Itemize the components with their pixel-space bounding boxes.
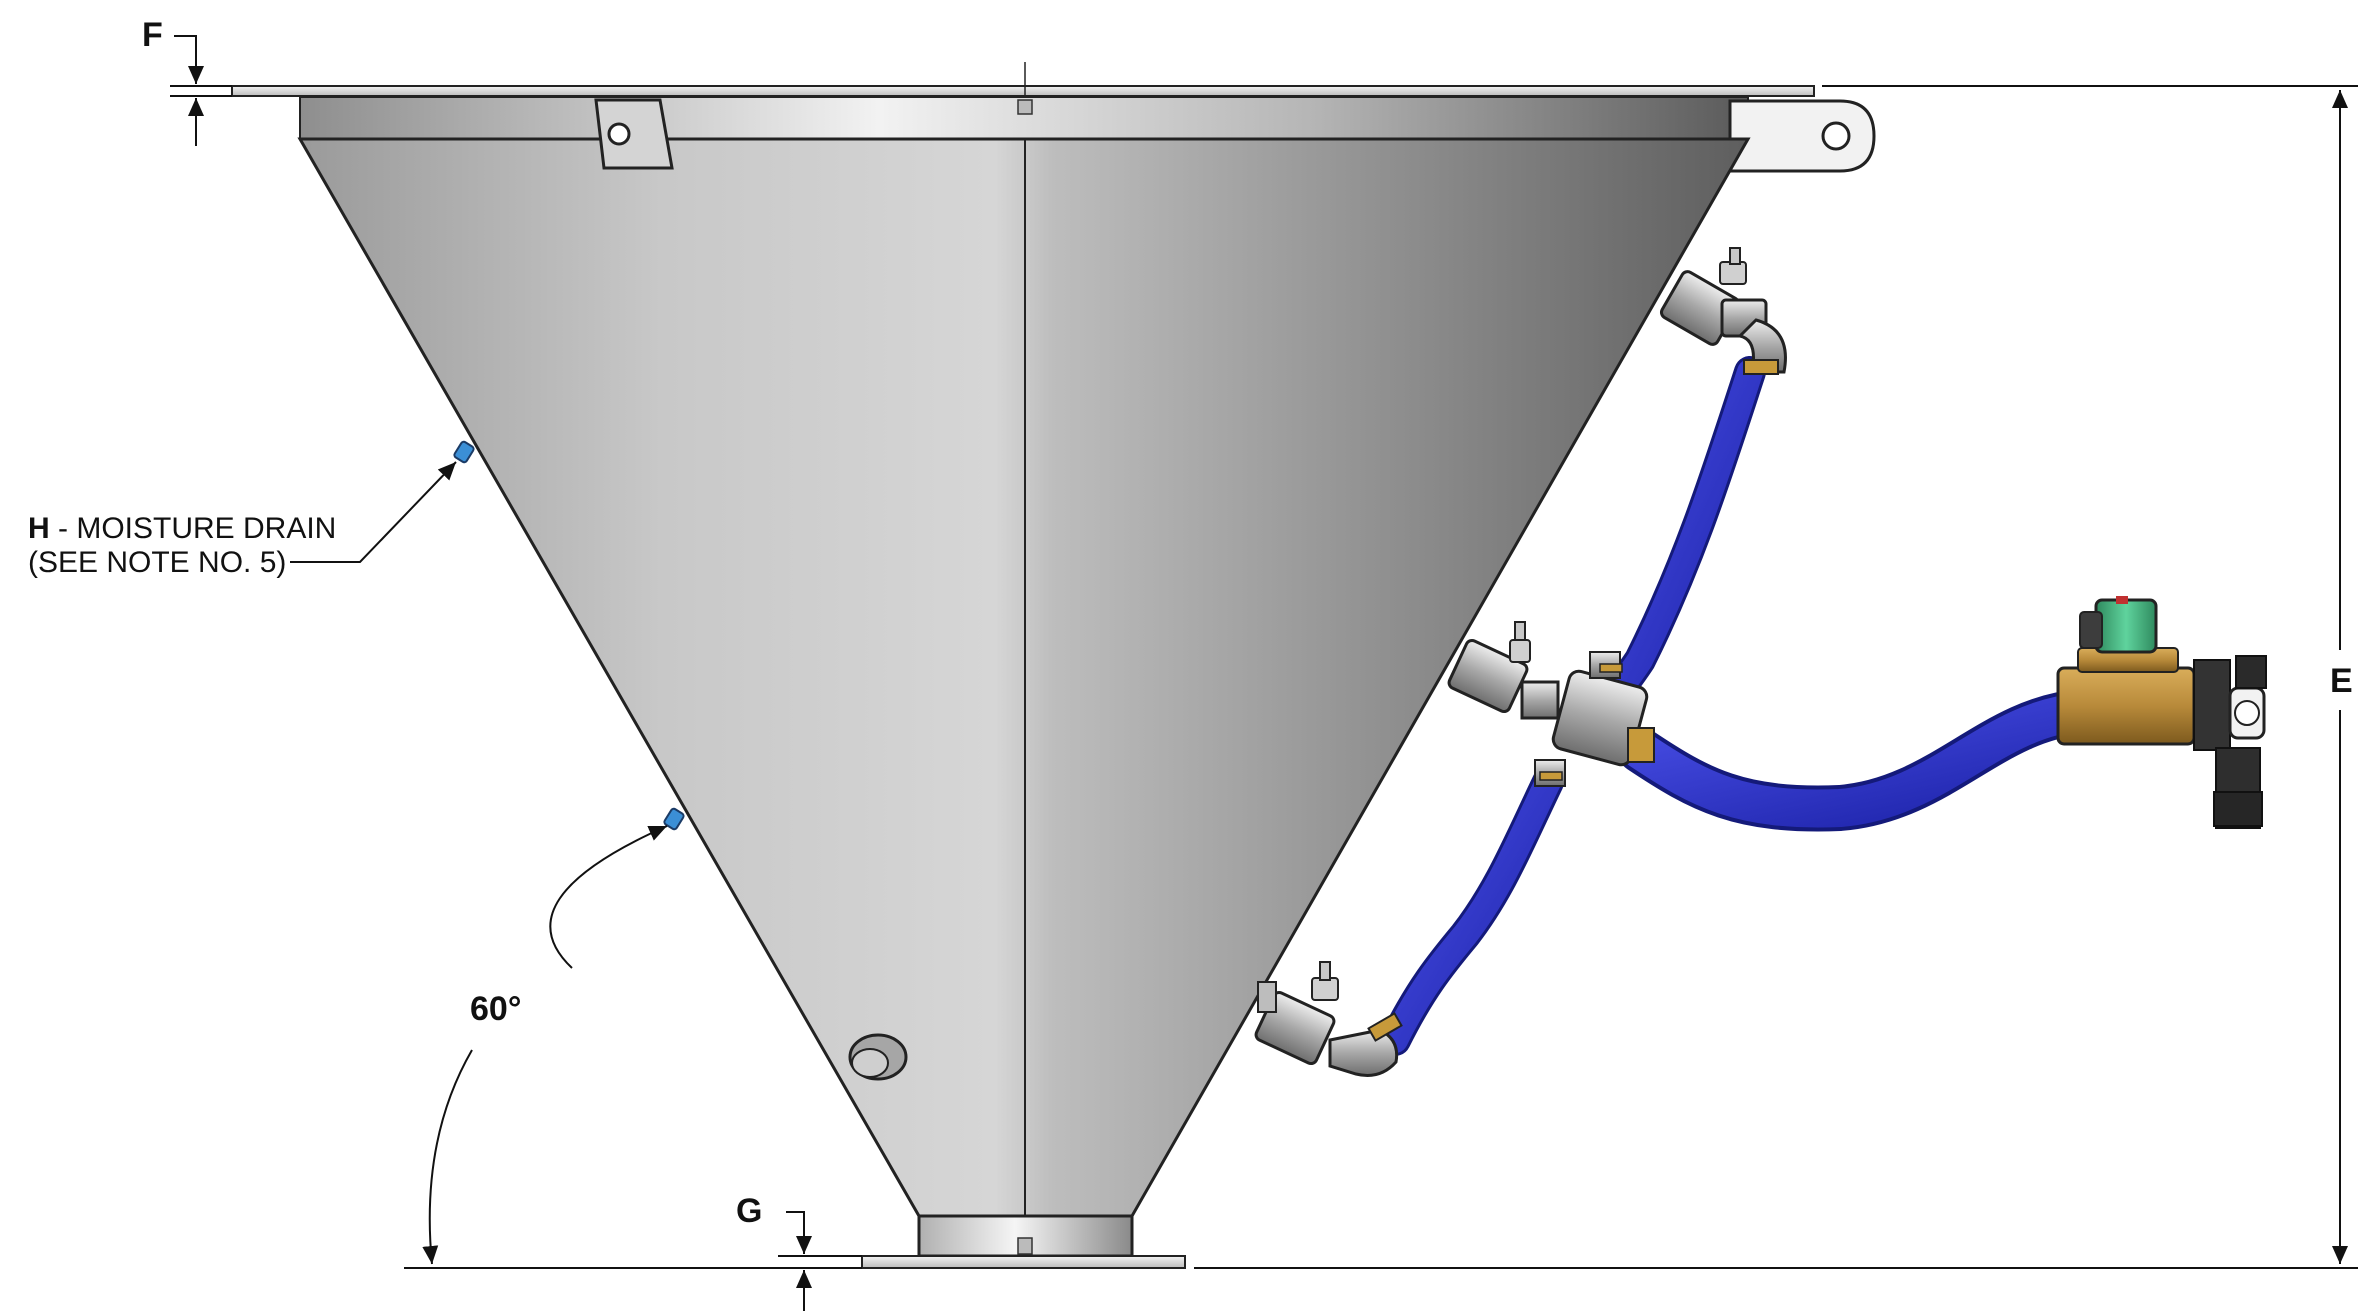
hose-lower-fill [1382, 769, 1561, 1053]
air-nozzle-middle [1447, 621, 1560, 720]
drain-leader [290, 461, 457, 563]
moisture-drain-fitting-lower [663, 807, 685, 831]
drain-note: (SEE NOTE NO. 5) [28, 546, 287, 579]
lifting-lug-right [1728, 99, 1876, 173]
hose-upper-fill [1587, 359, 1763, 718]
cone-side-port [848, 1033, 908, 1081]
drain-letter: H [28, 512, 50, 545]
hopper-cone-body [231, 62, 1876, 1269]
hose-supply-fill [1621, 693, 2099, 828]
drain-description: - MOISTURE DRAIN [49, 512, 337, 545]
rim-bracket-left [594, 98, 674, 170]
solenoid-valve-icon [2056, 596, 2267, 829]
dim-f-leader [174, 35, 197, 80]
rim-bracket-hole [607, 122, 631, 146]
seam-tab-top [1017, 99, 1033, 115]
pipe-cross-fitting [1534, 651, 1655, 787]
seam-tab-bottom [1017, 1237, 1033, 1255]
outlet-flange [861, 1255, 1186, 1269]
angle-arc-lower [422, 1049, 473, 1265]
air-piping-assembly [1254, 247, 2267, 1077]
moisture-drain-fitting-upper [453, 440, 475, 464]
angle-label: 60° [470, 990, 522, 1028]
dimension-lines [170, 35, 2358, 1311]
dim-g-leader [786, 1211, 805, 1252]
lifting-lug-hole [1821, 121, 1851, 151]
angle-arc-upper [549, 825, 668, 969]
moisture-drain-callout: H - MOISTURE DRAIN (SEE NOTE NO. 5) [28, 512, 336, 580]
dim-e-label: E [2330, 662, 2353, 700]
dim-g-label: G [736, 1192, 763, 1230]
air-nozzle-upper [1659, 247, 1787, 375]
dim-f-label: F [142, 16, 163, 54]
air-nozzle-lower [1254, 961, 1403, 1077]
top-flange-plate [231, 85, 1815, 97]
